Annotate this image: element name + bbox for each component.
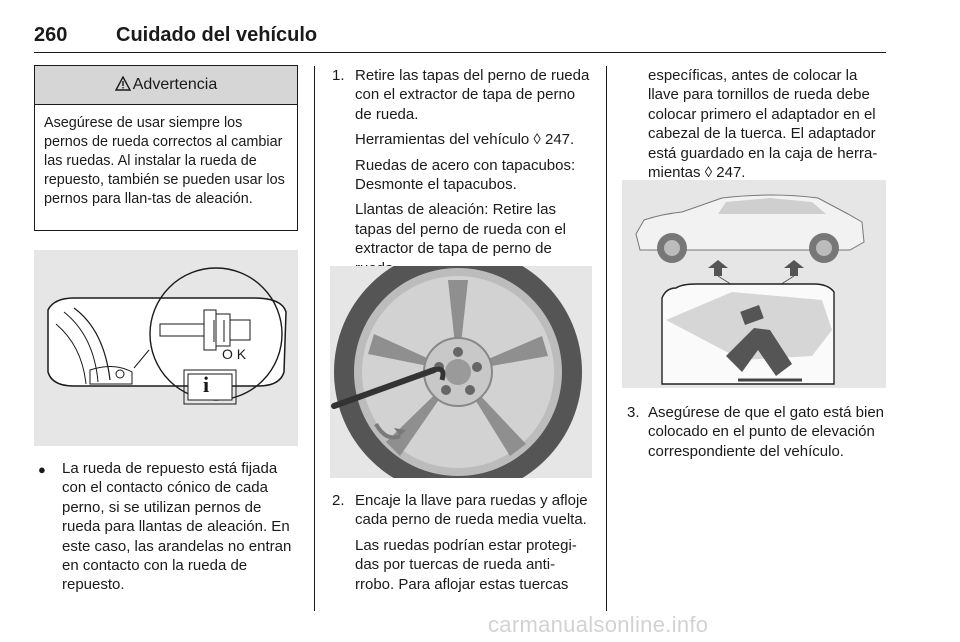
bullet-text: La rueda de repuesto está fijada con el …	[62, 460, 292, 594]
wheel-cap-removal-illustration	[330, 266, 592, 478]
jack-point-illustration	[622, 180, 886, 388]
step-1-paragraph-2: Ruedas de acero con tapacubos: Desmonte …	[355, 156, 576, 194]
ok-label: O K	[222, 346, 247, 362]
step-2-continued-text: específicas, antes de colocar la llave p…	[648, 67, 878, 182]
wheel-bolt-illustration: O K i	[34, 250, 298, 446]
step-3-text: Asegúrese de que el gato está bien coloc…	[648, 404, 885, 460]
step-2-text: Encaje la llave para ruedas y afloje cad…	[355, 492, 588, 529]
footer-watermark: carmanualsonline.info	[488, 612, 709, 637]
warning-title: Advertencia	[132, 76, 218, 93]
column-divider-1	[314, 66, 315, 611]
warning-text: Asegúrese de usar siempre los pernos de …	[44, 115, 285, 207]
step-1-paragraph-1: Herramientas del vehículo ◊ 247.	[355, 131, 575, 149]
step-3-number: 3.	[627, 404, 640, 421]
page-header: 260 Cuidado del vehículo	[34, 22, 886, 53]
warning-header: Advertencia	[35, 66, 297, 105]
step-1-text: Retire las tapas del perno de rueda con …	[355, 67, 590, 123]
bullet-marker: ●	[38, 462, 46, 477]
info-icon: i	[203, 372, 210, 397]
column-divider-2	[606, 66, 607, 611]
warning-box: Advertencia Asegúrese de usar siempre lo…	[34, 65, 298, 231]
page-number: 260	[34, 24, 68, 46]
step-1-paragraph-3: Llantas de aleación: Retire las tapas de…	[355, 201, 566, 276]
warning-triangle-icon	[114, 75, 131, 95]
step-1-number: 1.	[332, 67, 345, 84]
step-2-block: Encaje la llave para ruedas y afloje cad…	[355, 491, 593, 594]
step-2-paragraph-1: Las ruedas podrían estar protegi-das por…	[355, 536, 577, 593]
step-1-block: Retire las tapas del perno de rueda con …	[355, 66, 593, 278]
step-2-number: 2.	[332, 492, 345, 509]
page-title: Cuidado del vehículo	[116, 24, 318, 46]
